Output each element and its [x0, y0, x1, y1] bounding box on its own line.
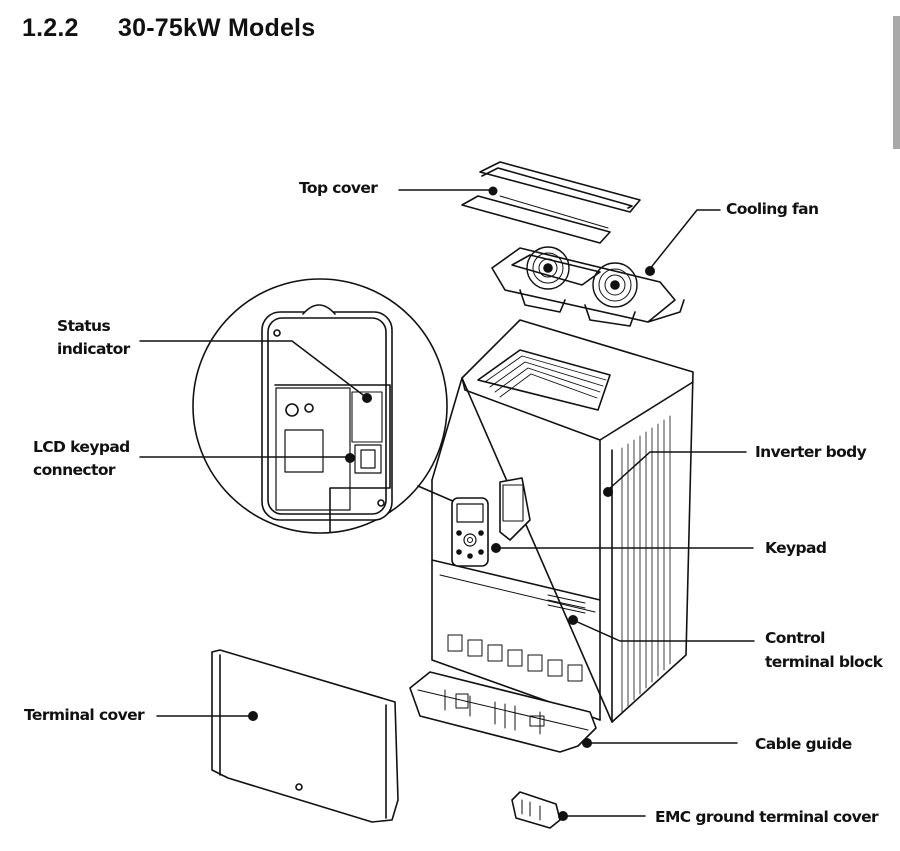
- keypad-part: [451, 477, 531, 567]
- label-cable-guide: Cable guide: [755, 735, 852, 753]
- terminal-cover-part: [211, 649, 399, 823]
- label-status-indicator-line2: indicator: [57, 340, 130, 358]
- cable-guide-part: [409, 671, 597, 753]
- label-emc-ground-terminal-cover: EMC ground terminal cover: [655, 808, 879, 826]
- label-terminal-cover: Terminal cover: [24, 706, 145, 724]
- chapter-side-tab: [893, 16, 900, 149]
- emc-ground-terminal-cover-part: [511, 791, 561, 829]
- label-top-cover: Top cover: [299, 179, 378, 197]
- inverter-body-part: [431, 319, 694, 723]
- label-keypad: Keypad: [765, 539, 827, 557]
- top-cover-part: [461, 161, 641, 244]
- label-inverter-body: Inverter body: [755, 443, 867, 461]
- label-status-indicator-line1: Status: [57, 317, 111, 335]
- section-title: 30-75kW Models: [118, 14, 316, 42]
- section-heading: 1.2.2 30-75kW Models: [22, 14, 315, 43]
- section-number: 1.2.2: [22, 14, 79, 42]
- label-control-terminal-block-line1: Control: [765, 629, 825, 647]
- label-cooling-fan: Cooling fan: [726, 200, 819, 218]
- cooling-fan-part: [491, 246, 685, 327]
- label-control-terminal-block-line2: terminal block: [765, 653, 883, 671]
- label-lcd-keypad-connector-line2: connector: [33, 461, 116, 479]
- callout-leaders: [139, 186, 755, 821]
- magnified-detail-circle: [192, 278, 456, 534]
- label-lcd-keypad-connector-line1: LCD keypad: [33, 438, 130, 456]
